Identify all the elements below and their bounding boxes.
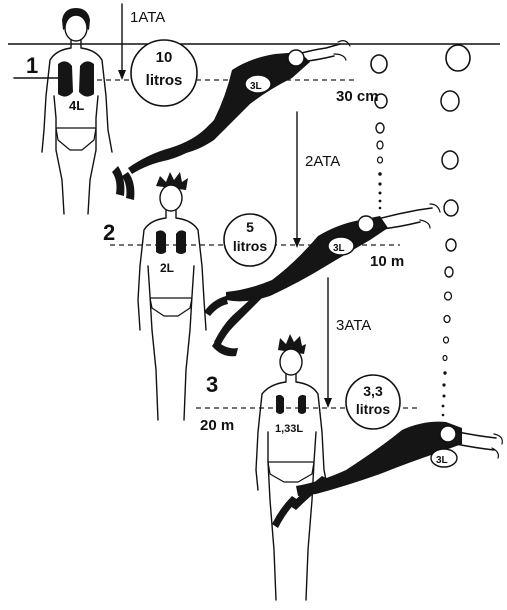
figure-1: 4L xyxy=(42,8,112,214)
pressure-label-1: 1ATA xyxy=(130,9,165,26)
stage-1: 1ATA 1 30 cm 10 litros 4L 3L xyxy=(14,4,379,214)
depth-label-2: 10 m xyxy=(370,253,404,270)
pressure-arrow-3-head xyxy=(324,398,332,408)
lung-label-3: 1,33L xyxy=(275,423,303,435)
volume-value-3: 3,3 xyxy=(363,383,383,399)
volume-unit-3: litros xyxy=(356,401,390,417)
pressure-label-2: 2ATA xyxy=(305,153,340,170)
depth-label-1: 30 cm xyxy=(336,88,379,105)
depth-label-3: 20 m xyxy=(200,417,234,434)
volume-value-1: 10 xyxy=(156,49,173,66)
stage-number-2: 2 xyxy=(103,220,115,245)
stage-3: 3ATA 3 20 m 3,3 litros 1,33L 3L xyxy=(196,278,502,600)
stage-number-3: 3 xyxy=(206,372,218,397)
figure-3: 1,33L xyxy=(256,334,328,600)
lung-label-2: 2L xyxy=(160,261,174,275)
bubbles-column-right xyxy=(441,45,470,416)
volume-value-2: 5 xyxy=(246,219,254,235)
volume-unit-2: litros xyxy=(233,238,267,254)
tank-label-2: 3L xyxy=(333,243,345,254)
tank-label-1: 3L xyxy=(250,81,262,92)
volume-unit-1: litros xyxy=(146,72,183,89)
stage-number-1: 1 xyxy=(26,53,38,78)
pressure-arrow-1-head xyxy=(118,70,126,80)
diver-3: 3L xyxy=(272,422,502,528)
lung-label-1: 4L xyxy=(69,98,84,113)
pressure-arrow-2-head xyxy=(293,238,301,248)
tank-label-3: 3L xyxy=(436,455,448,466)
figure-2: 2L xyxy=(138,172,206,420)
pressure-label-3: 3ATA xyxy=(336,317,371,334)
bubbles-column-left xyxy=(371,55,387,209)
